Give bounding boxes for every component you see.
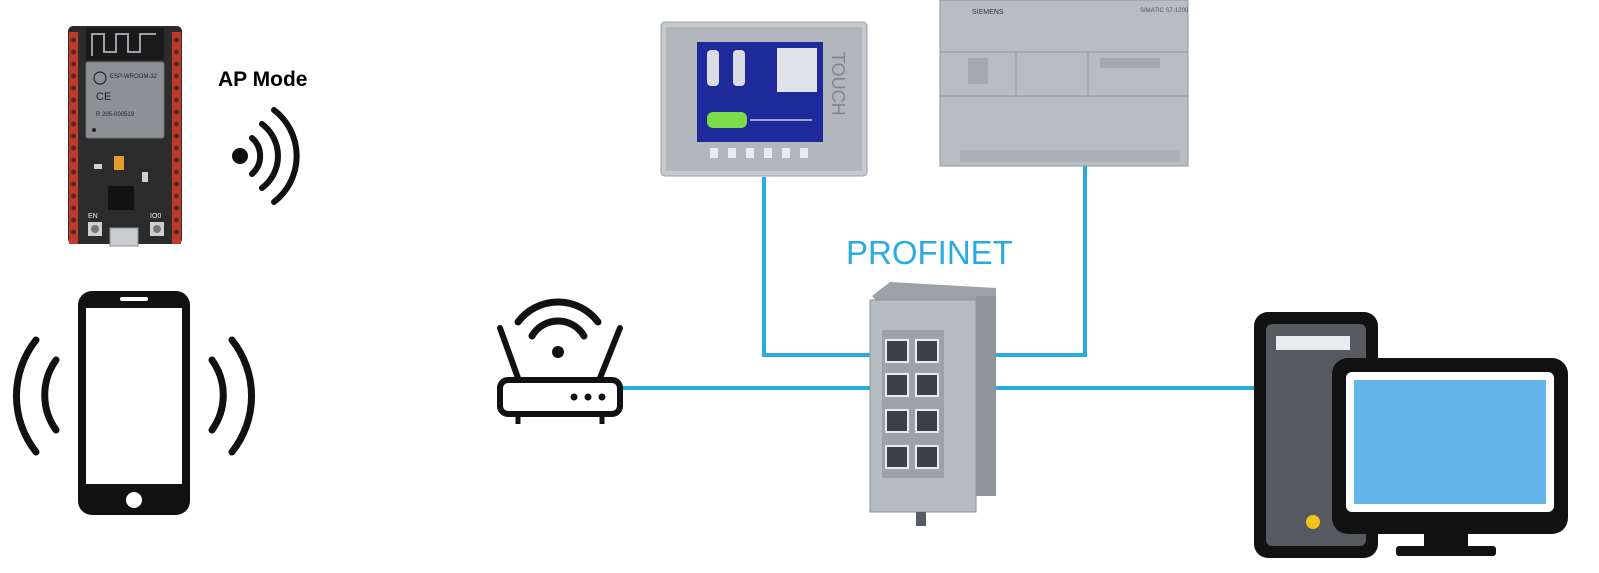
esp32-io0-label: IO0 [150,213,161,220]
hmi-panel-icon: TOUCH [660,21,868,177]
cable-hmi-switch [762,177,900,357]
desktop-computer-icon [1254,312,1568,558]
switch-ports [885,339,939,469]
esp32-board-icon: ESP-WROOM-32 CE R 205-000519 EN IO0 [68,26,182,247]
plc-icon: SIEMENS SIMATIC S7-1200 [939,0,1189,167]
ethernet-switch-icon [869,282,996,526]
svg-text:CE: CE [96,91,111,103]
plc-brand-label: SIEMENS [972,9,1004,16]
esp32-module-label: ESP-WROOM-32 [110,74,158,80]
hmi-brand-label: TOUCH [828,52,848,116]
ap-mode-label: AP Mode [218,68,308,91]
esp32-en-label: EN [88,213,98,220]
wifi-router-icon [497,298,623,424]
plc-model-label: SIMATIC S7-1200 [1140,8,1189,14]
wifi-waves-icon [232,107,300,205]
svg-text:R 205-000519: R 205-000519 [96,112,135,118]
smartphone-icon [12,291,256,515]
profinet-label: PROFINET [846,234,1013,271]
